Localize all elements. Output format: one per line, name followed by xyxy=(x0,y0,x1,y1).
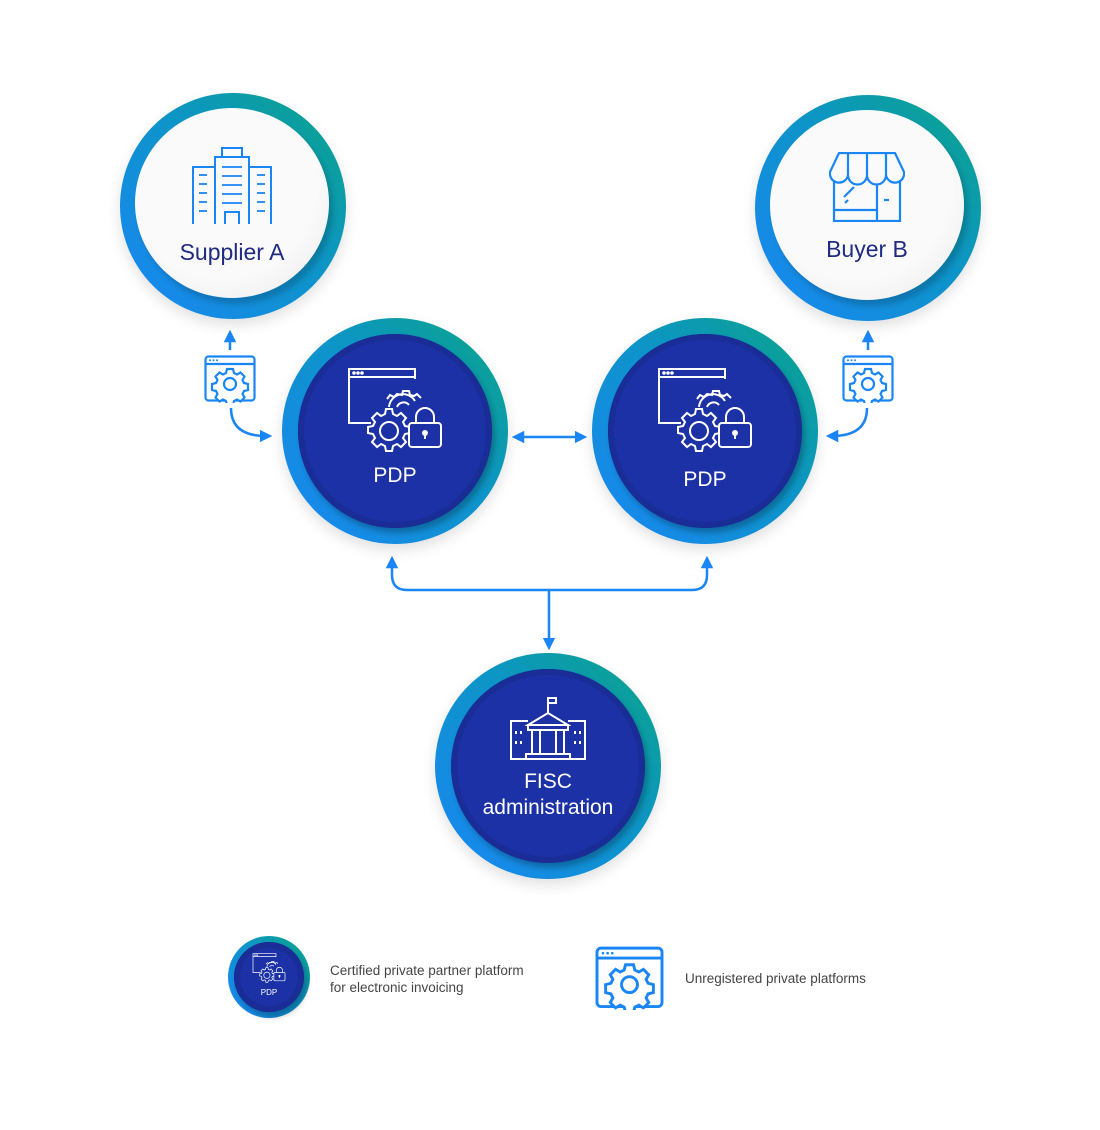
legend-pdp-line2: for electronic invoicing xyxy=(330,980,464,995)
office-building-icon xyxy=(192,146,272,224)
legend-unregistered-text: Unregistered private platforms xyxy=(685,971,866,986)
platform-gear-lock-icon xyxy=(657,367,753,459)
pdp-left-node: PDP xyxy=(282,318,508,544)
fisc-label-line2: administration xyxy=(482,796,614,819)
legend-pdp-text: Certified private partner platform for e… xyxy=(330,962,524,996)
storefront-icon xyxy=(829,151,905,222)
platform-gear-lock-icon xyxy=(252,953,286,985)
fisc-label-line1: FISC xyxy=(524,770,572,793)
to-pdp-right-arrow xyxy=(825,407,869,443)
to-pdp-left-arrow xyxy=(229,407,273,443)
platform-gear-lock-icon xyxy=(347,367,443,459)
buyer-b-node: Buyer B xyxy=(755,95,981,321)
legend-pdp-badge: PDP xyxy=(228,936,310,1018)
pdp-right-node: PDP xyxy=(592,318,818,544)
unregistered-platform-icon xyxy=(204,355,256,403)
pdp-left-label: PDP xyxy=(373,464,417,487)
unregistered-platform-icon xyxy=(595,946,664,1010)
legend-pdp-badge-label: PDP xyxy=(260,988,278,997)
fisc-administration-node: FISC administration xyxy=(435,653,661,879)
government-building-icon xyxy=(510,697,586,760)
pdp-right-label: PDP xyxy=(683,468,727,491)
pdp-fisc-connector xyxy=(385,555,714,592)
supplier-a-node: Supplier A xyxy=(120,93,346,319)
buyer-b-label: Buyer B xyxy=(826,235,908,262)
unregistered-platform-icon xyxy=(842,355,894,403)
supplier-a-label: Supplier A xyxy=(179,238,285,265)
legend-pdp-line1: Certified private partner platform xyxy=(330,963,524,978)
